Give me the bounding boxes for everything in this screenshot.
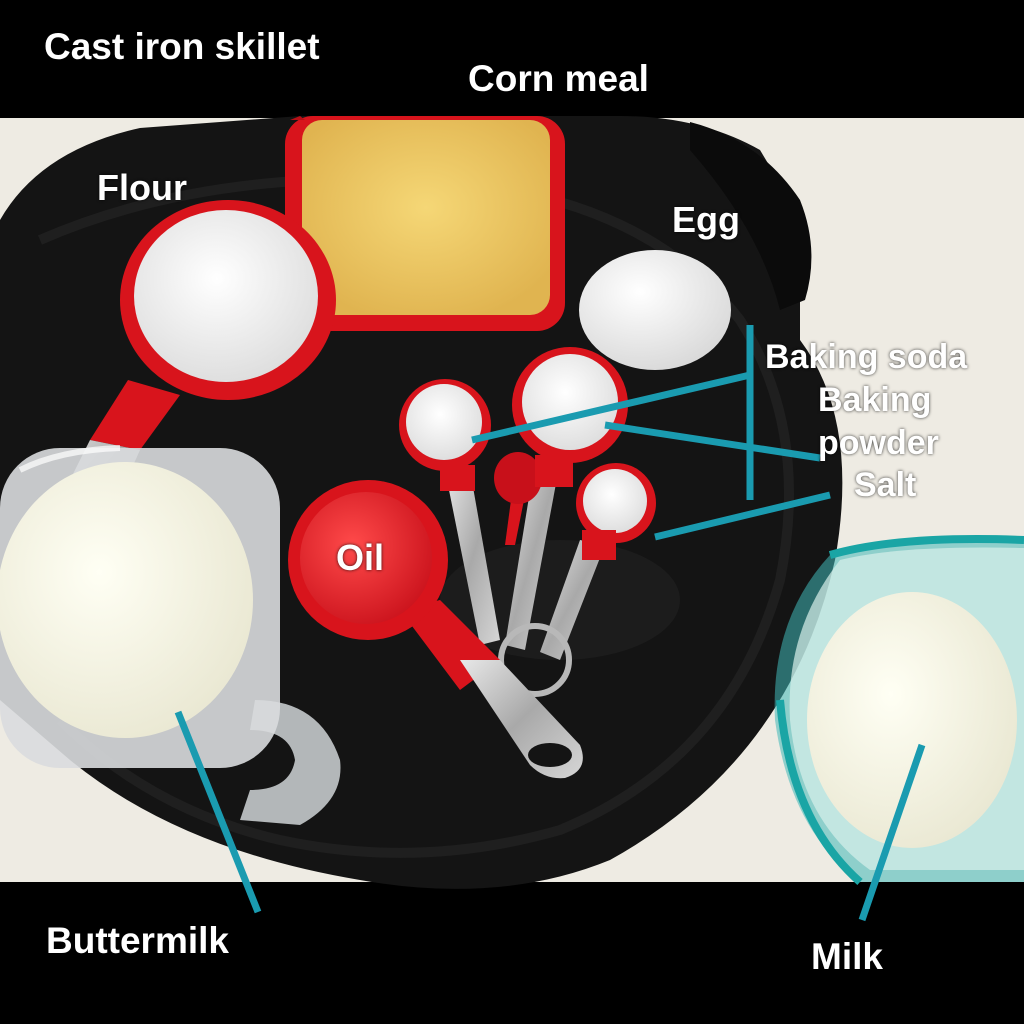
corn-meal-cup (285, 116, 565, 331)
pointer-lines (174, 325, 926, 922)
flour-label: Flour (97, 167, 187, 208)
egg (579, 250, 731, 370)
buttermilk-label: Buttermilk (46, 920, 229, 961)
baking-powder-label-line2: powder (818, 424, 939, 462)
measuring-spoons (399, 347, 656, 697)
bottom-banner (0, 882, 1024, 1024)
salt-pointer (654, 491, 831, 541)
salt-label: Salt (854, 466, 917, 504)
baking-powder-pointer (604, 421, 821, 462)
egg-label: Egg (672, 199, 740, 240)
oil-label: Oil (336, 537, 385, 578)
milk-label: Milk (811, 936, 883, 977)
corn-meal-label: Corn meal (468, 58, 649, 99)
oil-cup (288, 480, 583, 779)
baking-soda-pointer (471, 371, 751, 444)
baking-powder-label-line1: Baking (818, 381, 932, 419)
milk-pitcher (774, 535, 1024, 885)
milk-pointer (858, 743, 926, 922)
buttermilk-glass (0, 445, 341, 825)
flour-cup (40, 200, 336, 550)
buttermilk-pointer (174, 710, 262, 914)
top-banner (0, 0, 1024, 118)
cast-iron-skillet-label: Cast iron skillet (44, 26, 320, 67)
baking-soda-label: Baking soda (765, 338, 968, 376)
